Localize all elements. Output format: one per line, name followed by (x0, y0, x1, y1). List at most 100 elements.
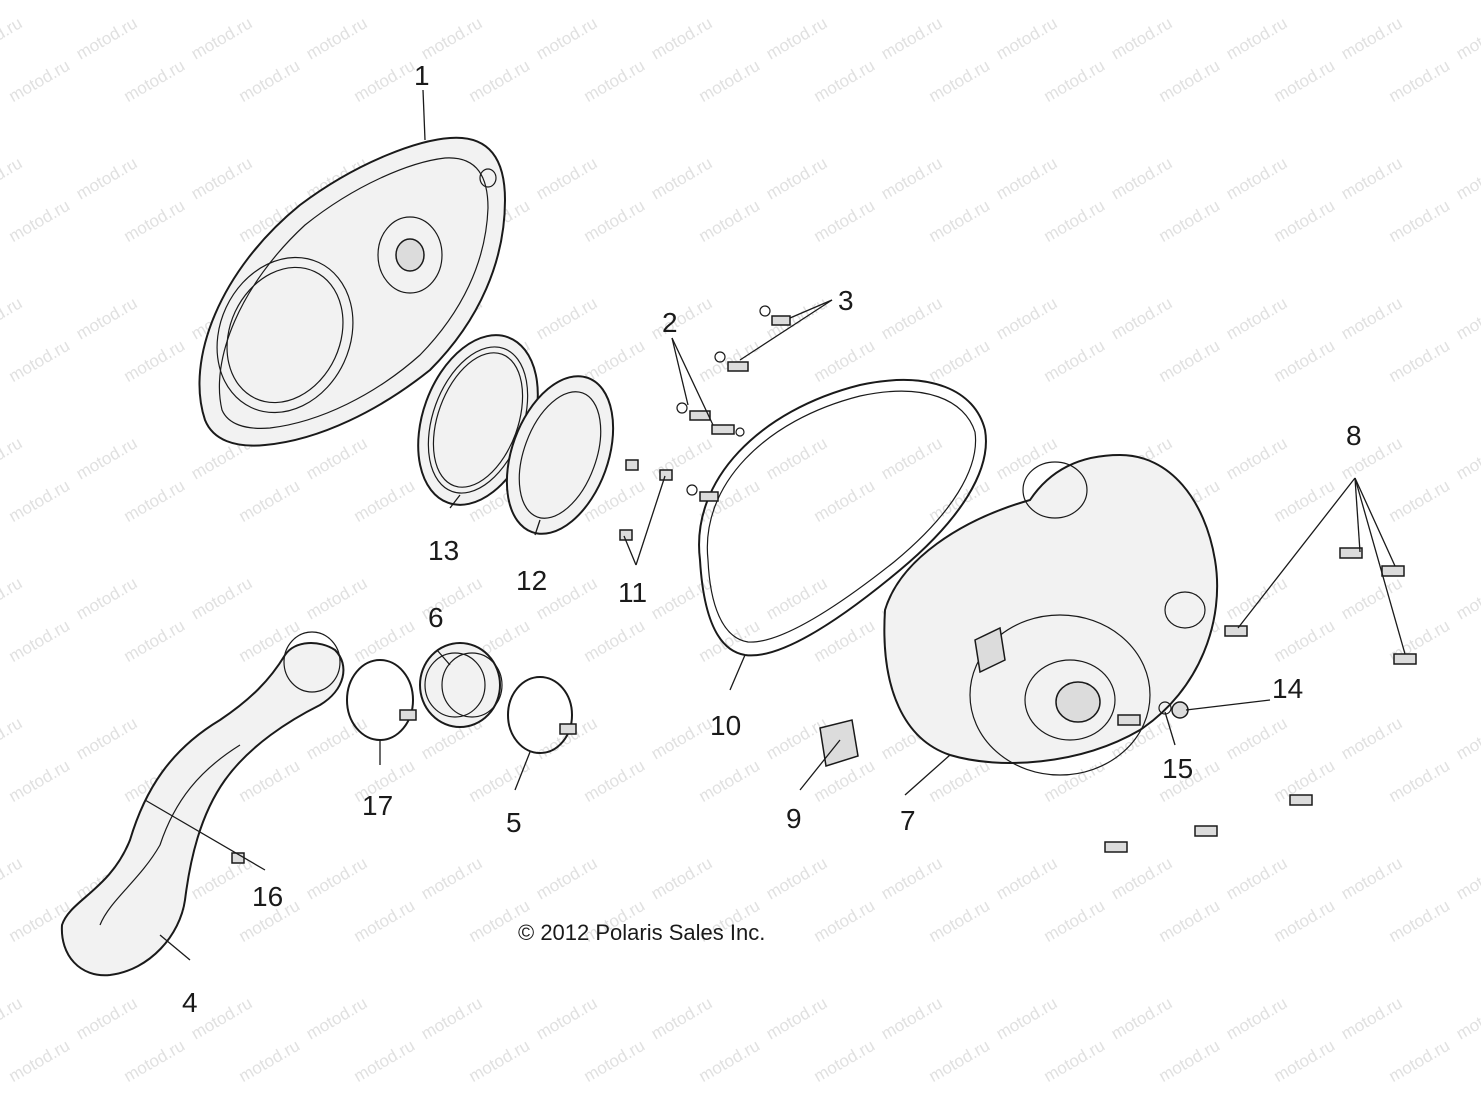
watermark-text: motod.ru (5, 336, 73, 386)
watermark-text: motod.ru (1040, 756, 1108, 806)
watermark-text: motod.ru (1338, 293, 1406, 343)
screw-3a (759, 305, 791, 326)
watermark-text: motod.ru (763, 153, 831, 203)
watermark-text: motod.ru (695, 616, 763, 666)
watermark-text: motod.ru (1223, 433, 1291, 483)
watermark-text: motod.ru (533, 713, 601, 763)
watermark-text: motod.ru (303, 993, 371, 1043)
watermark-text: motod.ru (1453, 13, 1481, 63)
watermark-text: motod.ru (303, 433, 371, 483)
watermark-text: motod.ru (1155, 1036, 1223, 1086)
watermark-text: motod.ru (648, 713, 716, 763)
watermark-text: motod.ru (1385, 756, 1453, 806)
watermark-text: motod.ru (993, 293, 1061, 343)
watermark-text: motod.ru (878, 433, 946, 483)
watermark-text: motod.ru (580, 1036, 648, 1086)
watermark-text: motod.ru (1453, 573, 1481, 623)
watermark-text: motod.ru (1040, 1036, 1108, 1086)
copyright-notice: © 2012 Polaris Sales Inc. (518, 920, 765, 945)
watermark-text: motod.ru (878, 153, 946, 203)
watermark-text: motod.ru (1270, 336, 1338, 386)
watermark-text: motod.ru (1385, 896, 1453, 946)
watermark-text: motod.ru (648, 293, 716, 343)
screw-3b (714, 351, 749, 372)
watermark-text: motod.ru (1453, 853, 1481, 903)
watermark-text: motod.ru (73, 293, 141, 343)
screw-2a (676, 402, 711, 421)
watermark-text: motod.ru (1453, 993, 1481, 1043)
nut-14 (1171, 701, 1189, 719)
watermark-text: motod.ru (120, 56, 188, 106)
watermark-text: motod.ru (878, 293, 946, 343)
watermark-text: motod.ru (418, 13, 486, 63)
leader-lines (144, 89, 1406, 961)
watermark-text: motod.ru (188, 993, 256, 1043)
screw-near-belt (686, 484, 719, 502)
watermark-text: motod.ru (1155, 56, 1223, 106)
callout-6: 6 (428, 602, 444, 633)
watermark-text: motod.ru (1453, 293, 1481, 343)
watermark-text: motod.ru (1338, 853, 1406, 903)
watermark-text: motod.ru (1108, 853, 1176, 903)
watermark-text: motod.ru (925, 196, 993, 246)
watermark-text: motod.ru (5, 56, 73, 106)
watermark-text: motod.ru (1040, 336, 1108, 386)
watermark-text: motod.ru (188, 13, 256, 63)
callout-3: 3 (838, 285, 854, 316)
watermark-text: motod.ru (465, 756, 533, 806)
bolt-8b (1381, 565, 1405, 577)
watermark-text: motod.ru (810, 196, 878, 246)
bolt-lower-b (1289, 794, 1313, 806)
watermark-text: motod.ru (878, 853, 946, 903)
watermark-text: motod.ru (648, 433, 716, 483)
watermark-text: motod.ru (1385, 336, 1453, 386)
watermark-text: motod.ru (1223, 573, 1291, 623)
watermark-text: motod.ru (465, 56, 533, 106)
watermark-text: motod.ru (350, 56, 418, 106)
watermark-text: motod.ru (350, 896, 418, 946)
watermark-text: motod.ru (5, 196, 73, 246)
watermark-text: motod.ru (5, 476, 73, 526)
watermark-text: motod.ru (418, 993, 486, 1043)
intake-duct-part (60, 631, 345, 977)
bolt-8c (1224, 625, 1248, 637)
watermark-text: motod.ru (580, 56, 648, 106)
watermark-text: motod.ru (648, 153, 716, 203)
watermark-text: motod.ru (0, 433, 25, 483)
screw-2b (711, 424, 745, 437)
watermark-text: motod.ru (1040, 896, 1108, 946)
watermark-text: motod.ru (303, 573, 371, 623)
watermark-text: motod.ru (73, 153, 141, 203)
watermark-text: motod.ru (120, 1036, 188, 1086)
watermark-text: motod.ru (1338, 713, 1406, 763)
watermark-text: motod.ru (1385, 1036, 1453, 1086)
watermark-text: motod.ru (695, 1036, 763, 1086)
watermark-text: motod.ru (695, 756, 763, 806)
watermark-text: motod.ru (120, 196, 188, 246)
callout-11: 11 (618, 577, 647, 608)
watermark-text: motod.ru (73, 433, 141, 483)
watermark-text: motod.ru (303, 853, 371, 903)
clamp-5-part (507, 676, 577, 754)
watermark-text: motod.ru (580, 196, 648, 246)
watermark-text: motod.ru (1385, 476, 1453, 526)
watermark-text: motod.ru (1338, 153, 1406, 203)
watermark-text: motod.ru (580, 756, 648, 806)
watermark-text: motod.ru (73, 13, 141, 63)
watermark-text: motod.ru (993, 993, 1061, 1043)
watermark-text: motod.ru (810, 476, 878, 526)
watermark-text: motod.ru (648, 993, 716, 1043)
watermark-text: motod.ru (695, 196, 763, 246)
screw-11c (619, 529, 633, 541)
watermark-text: motod.ru (1223, 713, 1291, 763)
watermark-text: motod.ru (1223, 993, 1291, 1043)
watermark-text: motod.ru (0, 13, 25, 63)
watermark-text: motod.ru (418, 853, 486, 903)
callout-5: 5 (506, 807, 522, 838)
screw-11a (625, 459, 639, 471)
callout-2: 2 (662, 307, 678, 338)
watermark-text: motod.ru (1155, 336, 1223, 386)
watermark-text: motod.ru (1270, 616, 1338, 666)
watermark-text: motod.ru (0, 853, 25, 903)
